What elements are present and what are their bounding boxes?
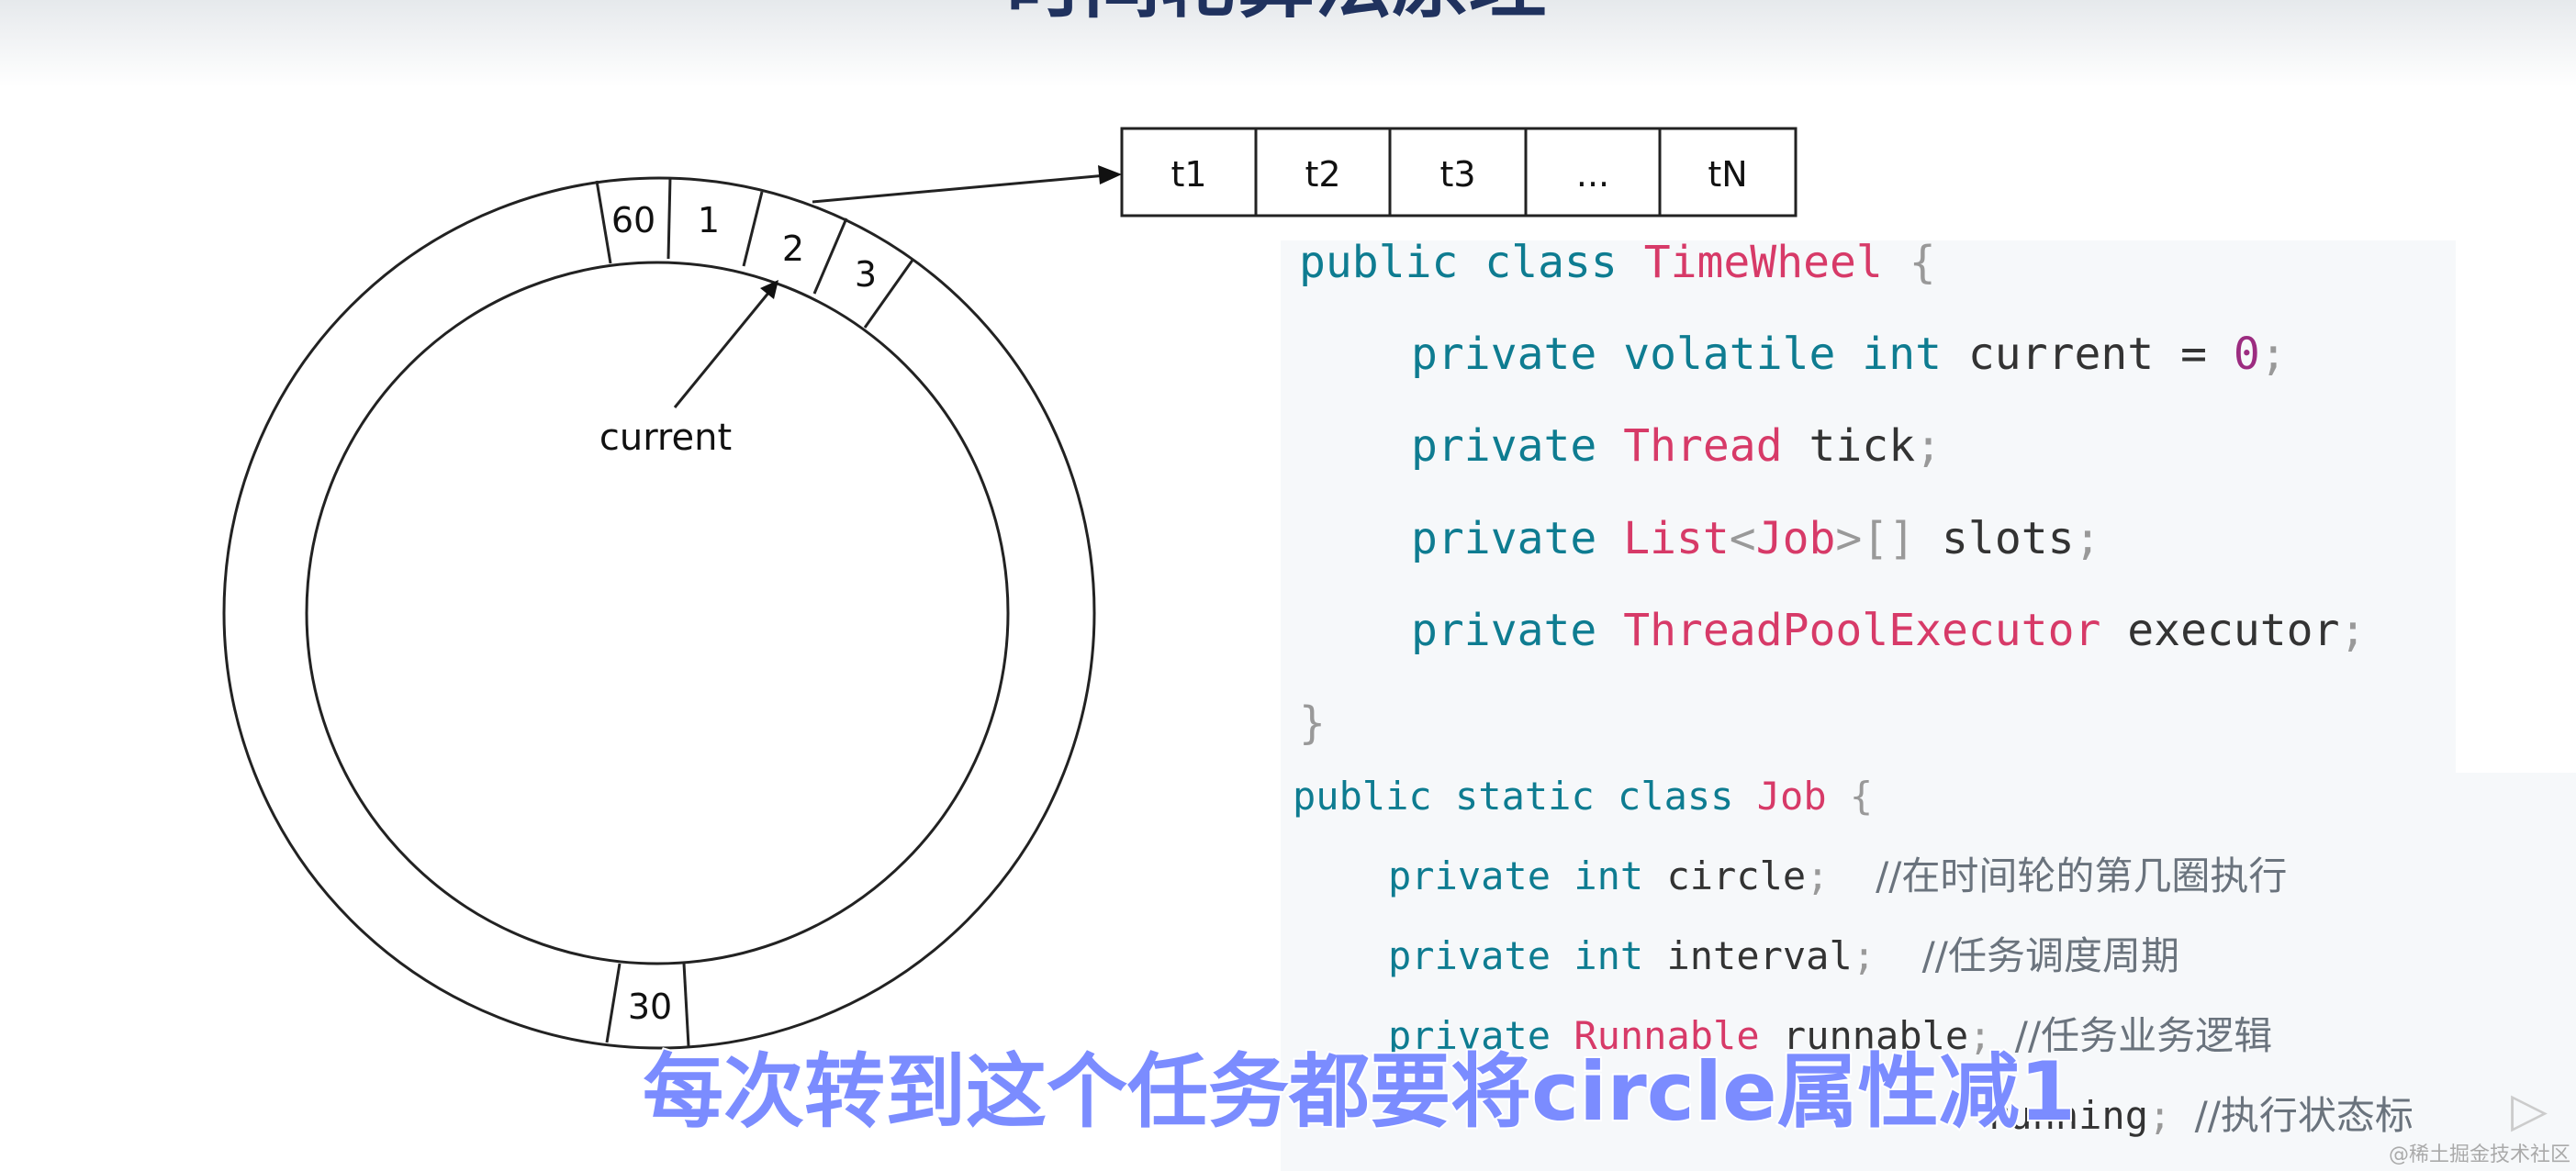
code-token: Runnable [1574,1013,1760,1058]
slot-label-60: 60 [611,200,655,240]
code-line-job-decl: public static class Job { [1293,771,1873,822]
code-token: ; [2074,513,2101,564]
code-token: slots [1942,513,2075,564]
code-token: private [1411,329,1597,380]
code-token: < [1729,513,1756,564]
bucket-label: t3 [1439,154,1475,195]
bucket-label: ... [1576,154,1609,195]
slot-label-1: 1 [698,200,720,240]
code-token: runnable [1782,1013,1969,1058]
code-token: current [1967,329,2155,380]
slot-divider [595,180,612,264]
watermark: @稀土掘金技术社区 [2388,1143,2570,1166]
code-token: [] [1862,513,1916,564]
code-token: ; [1852,933,1876,978]
slot-label-3: 3 [855,254,877,295]
code-token: int [1574,933,1644,978]
code-comment: //执行状态标 [2194,1093,2414,1138]
code-token: TimeWheel [1643,237,1883,288]
code-token: Job [1755,513,1836,564]
code-token: ; [1915,420,1942,472]
video-subtitle: 每次转到这个任务都要将circle属性减1 [641,1044,2078,1140]
code-token: private [1411,420,1597,472]
page-title: 时间轮算法原理 [927,0,1625,20]
code-block-job [1281,773,2576,1171]
code-token: static [1455,774,1595,819]
slot-label-2: 2 [782,229,804,269]
slot-divider [812,217,848,295]
code-token: ; [2339,605,2367,656]
code-token: ; [1968,1013,1992,1058]
code-token: volatile [1623,329,1836,380]
code-comment: //在时间轮的第几圈执行 [1876,853,2288,898]
arrowhead [1098,165,1122,184]
code-line-field-running: running; //执行状态标 [1986,1090,2414,1142]
code-token: = [2180,329,2208,380]
code-token: private [1388,933,1551,978]
code-token: List [1623,513,1730,564]
code-token: executor [2127,605,2340,656]
code-token: running [1986,1093,2149,1138]
slot-divider [666,176,672,260]
bucket-label: tN [1708,154,1747,195]
slot-divider [742,191,764,267]
code-token: } [1299,697,1326,749]
code-line-field-circle: private int circle; //在时间轮的第几圈执行 [1388,851,2287,902]
code-line-field-runnable: private Runnable runnable; //任务业务逻辑 [1388,1010,2272,1062]
code-token: { [1849,774,1874,819]
code-token: Job [1756,774,1827,819]
code-token: ; [2259,329,2287,380]
code-token: private [1411,513,1597,564]
slot-to-bucket-arrow [812,173,1107,204]
code-token: { [1909,237,1936,288]
code-token: class [1484,237,1618,288]
bucket-label: t1 [1170,154,1206,195]
code-line-field-tick: private Thread tick; [1411,418,1942,474]
code-comment: //任务业务逻辑 [2014,1013,2273,1058]
code-token: circle [1666,853,1807,898]
code-token: public [1293,774,1432,819]
code-token: interval [1666,933,1853,978]
slot-label-30: 30 [628,987,672,1027]
slot-divider [863,258,915,329]
code-line-class-close: } [1299,696,1326,751]
bucket-label: t2 [1305,154,1340,195]
code-token: > [1835,513,1863,564]
title-band: 时间轮算法原理 [0,0,2576,87]
code-comment: //任务调度周期 [1921,933,2179,978]
current-label: current [599,417,732,459]
code-token: 0 [2233,329,2260,380]
code-token: private [1411,605,1597,656]
current-pointer-arrow [673,291,771,408]
bucket-cell [1658,127,1798,217]
code-line-field-slots: private List<Job>[] slots; [1411,511,2100,566]
slot-divider [682,963,690,1047]
code-token: public [1299,237,1459,288]
code-token: class [1618,774,1734,819]
code-block-timewheel [1281,240,2456,773]
wheel-outer-ring [222,176,1096,1050]
code-token: private [1388,1013,1551,1058]
wheel-inner-ring [305,261,1010,965]
code-token: ; [1806,853,1830,898]
code-line-field-current: private volatile int current = 0; [1411,327,2287,382]
code-token: ThreadPoolExecutor [1623,605,2101,656]
code-token: ; [2148,1093,2172,1138]
code-token: private [1388,853,1551,898]
code-token: int [1574,853,1644,898]
code-token: tick [1809,420,1916,472]
code-line-class-decl: public class TimeWheel { [1299,235,1936,290]
code-token: Thread [1623,420,1783,472]
play-logo-icon: ▷ [2511,1083,2548,1138]
slot-divider [605,963,622,1043]
arrowhead [760,280,778,299]
code-line-field-executor: private ThreadPoolExecutor executor; [1411,603,2366,658]
code-token: int [1862,329,1942,380]
code-line-field-interval: private int interval; //任务调度周期 [1388,931,2179,982]
